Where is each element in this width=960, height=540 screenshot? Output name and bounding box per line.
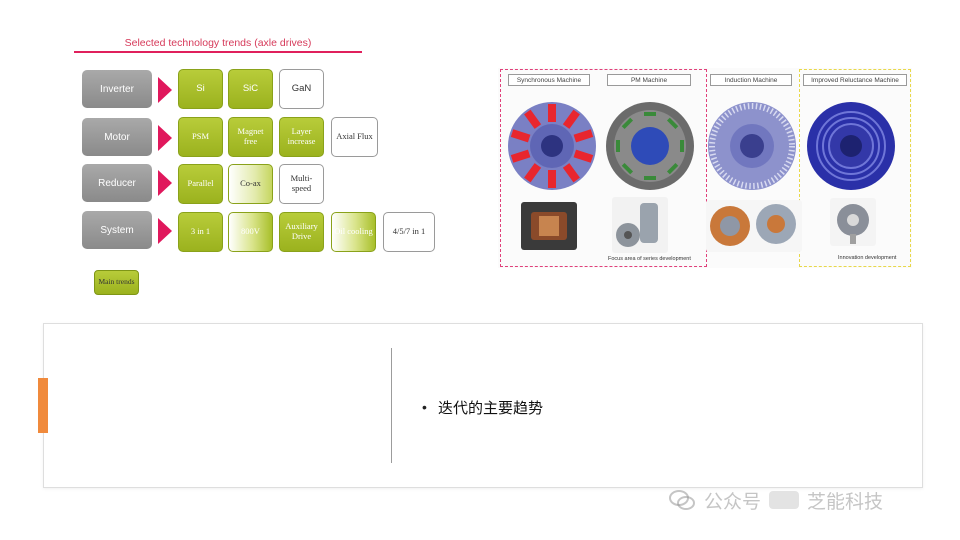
row-label-system: System: [82, 211, 152, 249]
reluctance-rotor-image: [807, 102, 895, 190]
row-label-inverter: Inverter: [82, 70, 152, 108]
focus-area-box: [500, 69, 707, 267]
row-arrow-motor: [158, 125, 172, 151]
bullet-text: 迭代的主要趋势: [438, 399, 544, 417]
bullet-icon: •: [422, 399, 427, 415]
chip-oil-cooling: Oil cooling: [331, 212, 376, 252]
pm-motor-photo: [612, 197, 668, 253]
pm-rotor-image: [606, 102, 694, 190]
focus-area-note: Focus area of series development: [608, 256, 691, 262]
row-arrow-reducer: [158, 170, 172, 196]
induction-motor-photo: [706, 200, 802, 252]
chip-3-in-1: 3 in 1: [178, 212, 223, 252]
row-arrow-inverter: [158, 77, 172, 103]
label-improved-reluctance-machine: Improved Reluctance Machine: [803, 74, 907, 86]
chip-multi-speed: Multi-speed: [279, 164, 324, 204]
label-pm-machine: PM Machine: [607, 74, 691, 86]
watermark-text: 公众号: [704, 490, 762, 513]
chip-layer-increase: Layer increase: [279, 117, 324, 157]
induction-rotor-image: [708, 102, 796, 190]
chip-axial-flux: Axial Flux: [331, 117, 378, 157]
innovation-box: [799, 69, 911, 267]
synchronous-rotor-image: [508, 102, 596, 190]
chip-psm: PSM: [178, 117, 223, 157]
title-underline: [74, 51, 362, 53]
chip-parallel: Parallel: [178, 164, 223, 204]
orange-accent-bar: [38, 378, 48, 433]
chip-gan: GaN: [279, 69, 324, 109]
chip-sic: SiC: [228, 69, 273, 109]
chip-co-ax: Co-ax: [228, 164, 273, 204]
reluctance-motor-photo: [830, 198, 876, 246]
row-label-motor: Motor: [82, 118, 152, 156]
chip-auxiliary-drive: Auxiliary Drive: [279, 212, 324, 252]
watermark-blur: [769, 491, 800, 509]
row-label-reducer: Reducer: [82, 164, 152, 202]
chip-800v: 800V: [228, 212, 273, 252]
vertical-divider: [391, 348, 392, 463]
innovation-note: Innovation development: [838, 255, 897, 261]
trends-title: Selected technology trends (axle drives): [124, 37, 312, 49]
row-arrow-system: [158, 218, 172, 244]
watermark: 公众号 芝能科技: [668, 485, 948, 515]
label-induction-machine: Induction Machine: [710, 74, 792, 86]
content-card: [43, 323, 923, 488]
chip-4-5-7-in-1: 4/5/7 in 1: [383, 212, 435, 252]
chip-si: Si: [178, 69, 223, 109]
synchronous-motor-photo: [521, 202, 577, 250]
chip-magnet-free: Magnet free: [228, 117, 273, 157]
legend-main-trends: Main trends: [94, 270, 139, 295]
wechat-icon: [669, 490, 695, 510]
label-synchronous-machine: Synchronous Machine: [508, 74, 590, 86]
watermark-text-2: 芝能科技: [807, 490, 884, 513]
